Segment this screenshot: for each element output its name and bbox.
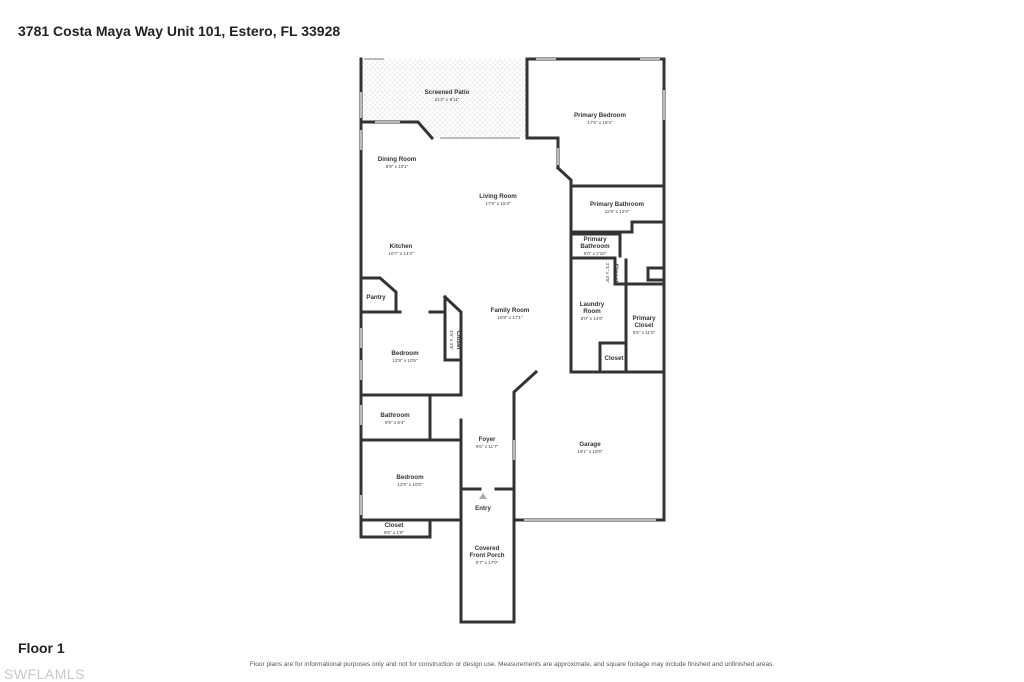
foyer-dims: 9'6" x 11'7": [476, 444, 499, 449]
living-room-dims: 17'9" x 15'4": [485, 201, 511, 206]
laundry-room-label-2: Room: [583, 308, 601, 315]
laundry-room-label-1: Laundry: [580, 301, 605, 308]
living-room-label: Living Room: [479, 193, 517, 200]
bathroom-dims: 8'9" x 5'4": [385, 420, 405, 425]
walls: [359, 57, 666, 624]
bedroom-1-label: Bedroom: [391, 350, 419, 357]
garage-dims: 19'1" x 18'9": [577, 449, 603, 454]
garage-label: Garage: [579, 441, 601, 448]
windows: [360, 58, 665, 521]
bedroom-2-closet-dims: 8'6" x 1'9": [384, 530, 404, 535]
room-labels: Screened Patio 21'2" x 9'11" Primary Bed…: [366, 89, 656, 565]
primary-closet-dims: 5'5" x 11'5": [633, 330, 656, 335]
primary-bedroom-dims: 17'6" x 16'3": [587, 120, 613, 125]
screened-patio-label: Screened Patio: [425, 89, 470, 96]
entry-arrow-icon: [479, 493, 487, 499]
foyer-label: Foyer: [479, 436, 496, 443]
floor-label: Floor 1: [18, 640, 65, 656]
front-porch-label-1: Covered: [475, 545, 500, 552]
bedroom-2-closet-label: Closet: [385, 522, 404, 529]
entry-label: Entry: [475, 505, 491, 512]
primary-bathroom-small-label-1: Primary: [583, 236, 607, 243]
family-room-label: Family Room: [491, 307, 530, 314]
bedroom-1-dims: 12'9" x 10'5": [392, 358, 418, 363]
kitchen-dims: 10'7" x 14'3": [388, 251, 414, 256]
kitchen-label: Kitchen: [390, 243, 413, 250]
laundry-closet-label: Closet: [605, 355, 624, 362]
bedroom-2-label: Bedroom: [396, 474, 424, 481]
primary-closet-label-2: Closet: [635, 322, 654, 329]
front-porch-dims: 6'7" x 17'0": [476, 560, 499, 565]
primary-bedroom-label: Primary Bedroom: [574, 112, 626, 119]
address-title: 3781 Costa Maya Way Unit 101, Estero, FL…: [18, 23, 341, 39]
laundry-room-dims: 6'0" x 14'6": [581, 316, 604, 321]
primary-bath-closet-label: Closet: [612, 264, 619, 283]
disclaimer-text: Floor plans are for informational purpos…: [249, 661, 775, 668]
primary-closet-label-1: Primary: [632, 315, 656, 322]
bathroom-label: Bathroom: [380, 412, 410, 419]
bedroom-closet-label: Closet: [455, 331, 462, 350]
front-porch-label-2: Front Porch: [469, 552, 504, 559]
dining-room-dims: 8'9" x 10'1": [386, 164, 409, 169]
dining-room-label: Dining Room: [378, 156, 417, 163]
primary-bath-closet-dims: 2'1" x 4'5": [605, 263, 610, 283]
family-room-dims: 16'8" x 17'1": [497, 315, 523, 320]
screened-patio-dims: 21'2" x 9'11": [435, 97, 460, 102]
bedroom-closet-dims: 1'8" x 4'5": [449, 330, 454, 350]
watermark: SWFLAMLS: [4, 666, 86, 682]
primary-bathroom-small-dims: 6'0" x 2'10": [584, 251, 607, 256]
primary-bathroom-dims: 11'9" x 12'0": [605, 209, 630, 214]
rotated-closet-labels: Closet 2'1" x 4'5" Closet 1'8" x 4'5": [449, 263, 619, 350]
bedroom-2-dims: 12'9" x 10'0": [397, 482, 423, 487]
primary-bathroom-small-label-2: Bathroom: [580, 243, 610, 250]
pantry-label: Pantry: [366, 294, 386, 301]
primary-bathroom-label: Primary Bathroom: [590, 201, 644, 208]
screened-patio-area: [361, 59, 527, 138]
